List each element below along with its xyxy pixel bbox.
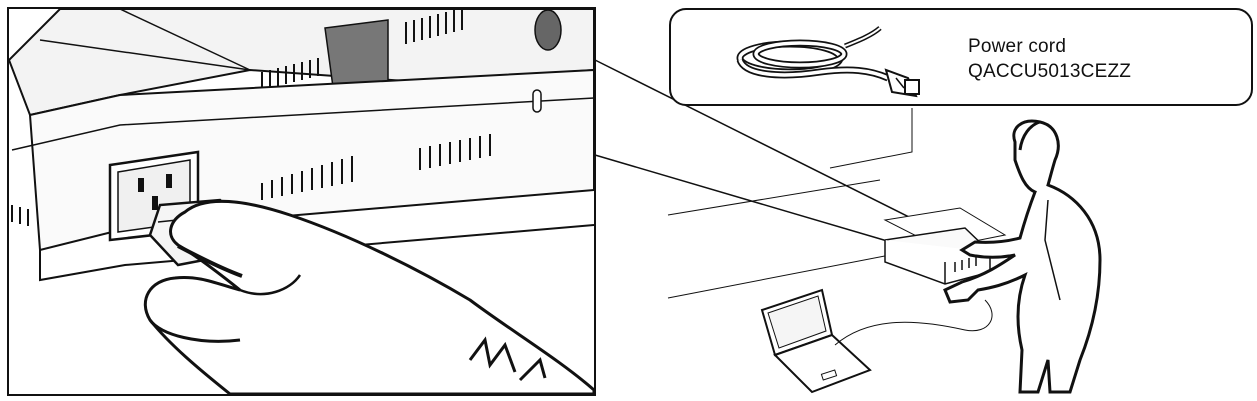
power-cord-label: Power cord QACCU5013CEZZ — [968, 34, 1131, 84]
side-slot — [533, 90, 541, 112]
round-button — [535, 10, 561, 50]
part-number: QACCU5013CEZZ — [968, 59, 1131, 84]
room-lines — [668, 108, 912, 298]
room-scene — [668, 108, 1100, 392]
closeup-panel — [8, 8, 595, 395]
power-cord-callout — [670, 9, 1252, 105]
laptop — [762, 290, 870, 392]
laptop-cable — [835, 300, 992, 345]
item-name: Power cord — [968, 34, 1131, 59]
